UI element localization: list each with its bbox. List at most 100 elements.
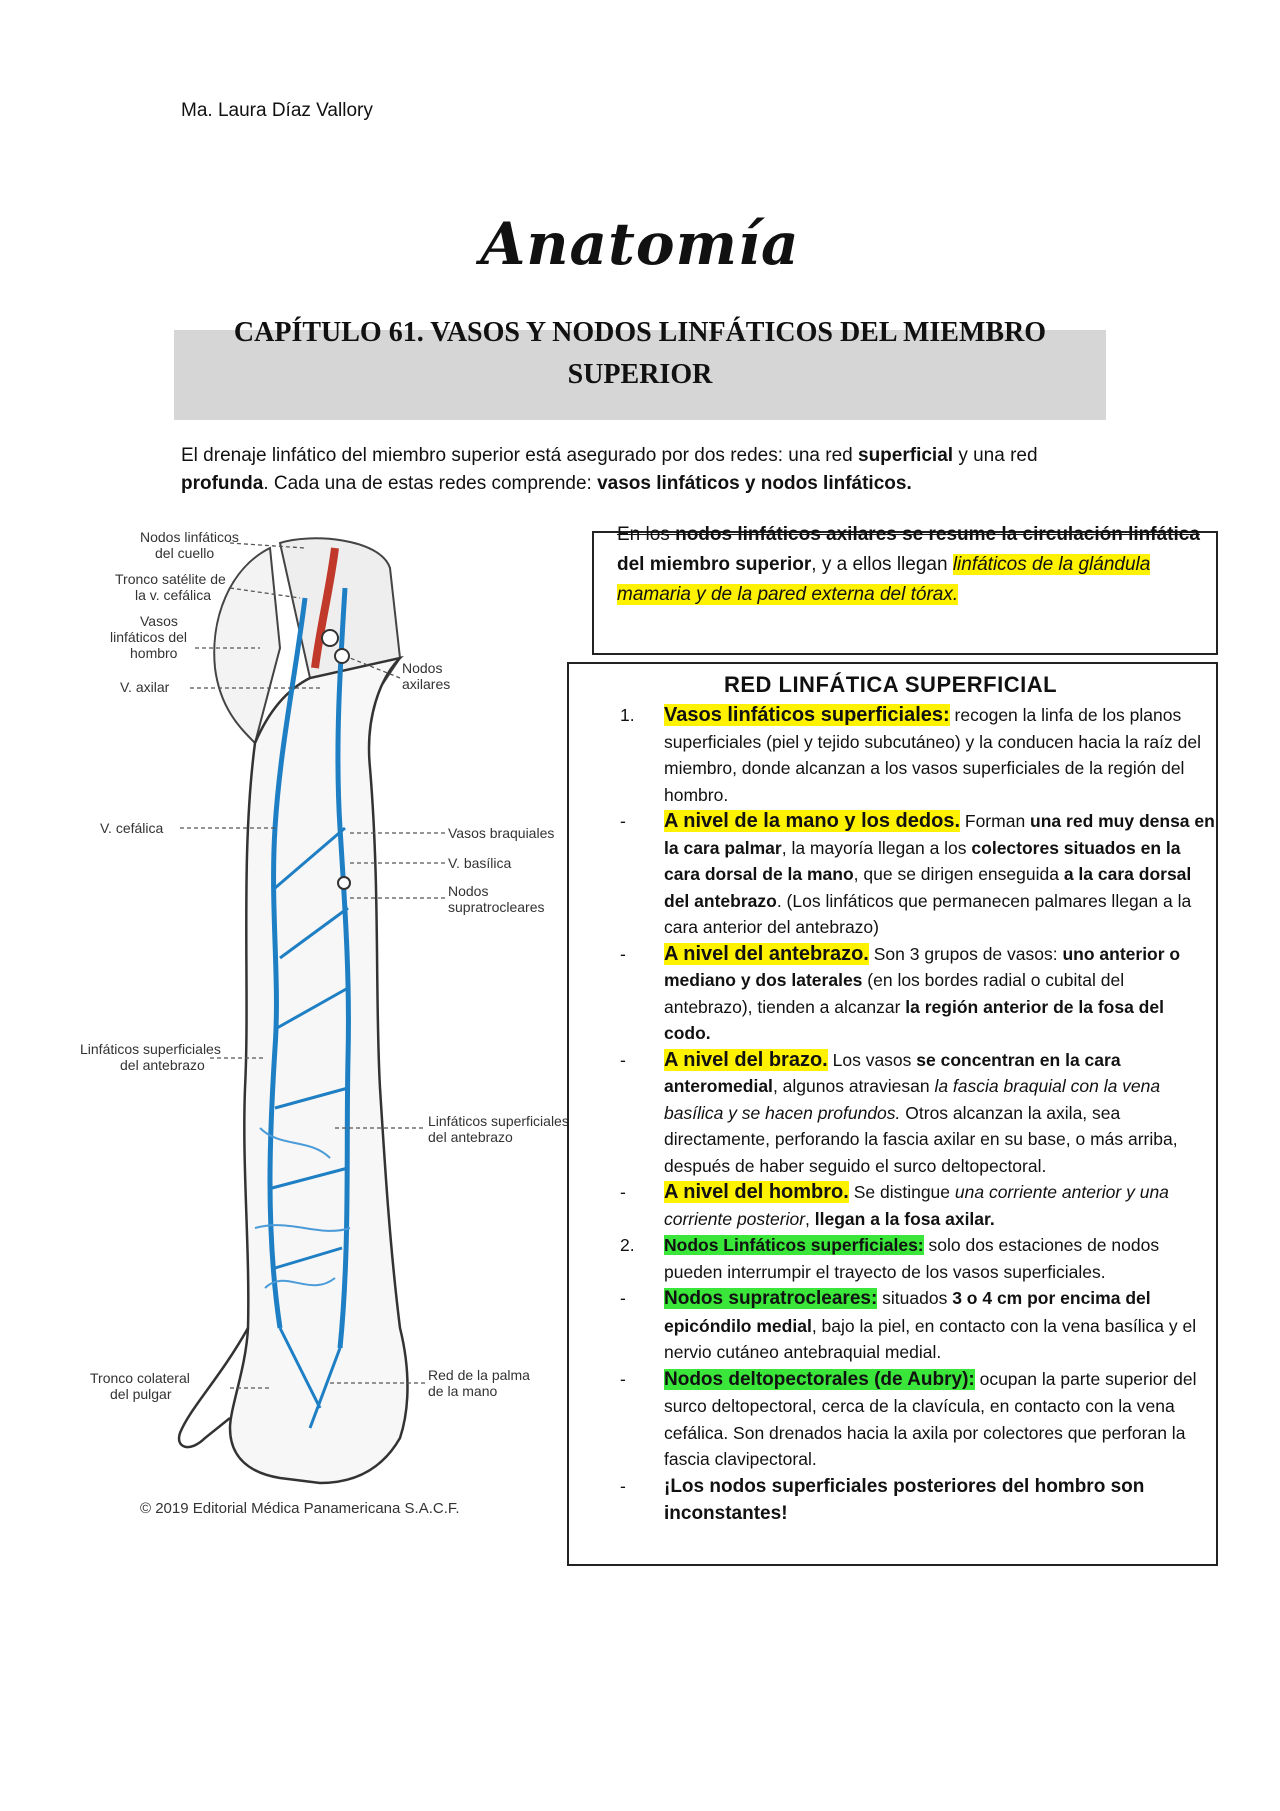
list-item: 2. Nodos Linfáticos superficiales: solo d… bbox=[620, 1232, 1215, 1285]
item-text: , algunos atraviesan bbox=[772, 1076, 935, 1096]
callout-bold: del miembro superior bbox=[617, 554, 812, 575]
item-text: situados bbox=[877, 1288, 953, 1308]
item-lead: Nodos deltopectorales (de Aubry): bbox=[664, 1368, 975, 1390]
item-bold: uno anterior o mediano y dos laterales bbox=[664, 943, 1181, 991]
item-text: ocupan la parte superior del surco delto… bbox=[664, 1368, 1197, 1470]
item-text: (en los bordes radial o cubital del ante… bbox=[664, 970, 1125, 1017]
item-text: , bbox=[805, 1208, 815, 1229]
author-name: Ma. Laura Díaz Vallory bbox=[181, 100, 373, 121]
item-bold: colectores situados en la cara dorsal de… bbox=[664, 837, 1181, 885]
intro-text: El drenaje linfático del miembro superio… bbox=[181, 445, 858, 466]
vessel-network bbox=[254, 1127, 351, 1289]
intro-bold: profunda bbox=[181, 473, 264, 494]
item-text: , bajo la piel, en contacto con la vena … bbox=[664, 1315, 1197, 1363]
list-item: - A nivel del hombro. Se distingue una co… bbox=[620, 1179, 1215, 1232]
item-text: solo dos estaciones de nodos pueden inte… bbox=[664, 1235, 1160, 1282]
list-item: 1. Vasos linfáticos superficiales: recoge… bbox=[620, 702, 1215, 808]
list-item: - Nodos deltopectorales (de Aubry): ocupa… bbox=[620, 1366, 1215, 1473]
vein-axilar bbox=[311, 547, 339, 669]
list-item: - A nivel del brazo. Los vasos se concent… bbox=[620, 1047, 1215, 1180]
item-bold: se concentran en la cara anteromedial bbox=[664, 1049, 1121, 1097]
node-axilar bbox=[321, 629, 339, 647]
item-bold: la región anterior de la fosa del codo. bbox=[664, 996, 1164, 1044]
item-text: , la mayoría llegan a los bbox=[781, 837, 972, 858]
item-bold: una red muy densa en la cara palmar bbox=[664, 811, 1215, 858]
list-marker: - bbox=[620, 1049, 626, 1070]
callout-box bbox=[592, 531, 1218, 655]
list-item: - A nivel del antebrazo. Son 3 grupos de … bbox=[620, 941, 1215, 1047]
vein-basilica bbox=[335, 587, 351, 1349]
node-supratroclear bbox=[337, 876, 351, 890]
label-cefalica: V. cefálica bbox=[100, 820, 164, 836]
list-marker: - bbox=[620, 1288, 626, 1308]
list-marker: - bbox=[620, 1368, 626, 1389]
item-text: Otros alcanzan la axila, sea directament… bbox=[664, 1102, 1178, 1176]
item-bold: ¡Los nodos superficiales posteriores del… bbox=[664, 1475, 1145, 1525]
vein-cefalica bbox=[267, 597, 308, 1329]
document-title: Anatomía bbox=[480, 210, 800, 278]
superficial-network-box bbox=[567, 662, 1218, 1566]
label-axilar: V. axilar bbox=[120, 679, 170, 695]
item-lead: A nivel del brazo. bbox=[664, 1048, 828, 1071]
callout-text-part: , y a ellos llegan bbox=[811, 554, 953, 575]
item-lead: A nivel de la mano y los dedos. bbox=[664, 810, 961, 832]
list-marker: - bbox=[620, 1475, 626, 1496]
item-text: Forman bbox=[960, 811, 1031, 831]
item-text: recogen la linfa de los planos superfici… bbox=[664, 705, 1201, 805]
item-bold: 3 o 4 cm por encima del epicóndilo media… bbox=[664, 1288, 1151, 1336]
intro-bold: superficial bbox=[858, 445, 954, 466]
intro-bold: vasos linfáticos y nodos linfáticos. bbox=[597, 473, 912, 494]
chapter-band bbox=[174, 330, 1106, 420]
item-lead: Vasos linfáticos superficiales: bbox=[664, 704, 950, 726]
item-lead: A nivel del hombro. bbox=[664, 1181, 849, 1203]
item-lead: Nodos Linfáticos superficiales: bbox=[664, 1235, 924, 1255]
item-bold: a la cara dorsal del antebrazo bbox=[664, 864, 1192, 911]
superficial-network-title: RED LINFÁTICA SUPERFICIAL bbox=[723, 672, 1058, 697]
item-text: Se distingue bbox=[848, 1182, 955, 1202]
node-axilar bbox=[334, 648, 350, 664]
item-lead: Nodos supratrocleares: bbox=[664, 1288, 878, 1309]
list-marker: 2. bbox=[620, 1235, 635, 1255]
item-text: Los vasos bbox=[827, 1049, 917, 1070]
list-marker: - bbox=[620, 811, 626, 831]
callout-strike-bold: nodos linfáticos axilares se resume la c… bbox=[675, 524, 1200, 545]
list-marker: - bbox=[620, 1182, 626, 1202]
item-text: . (Los linfáticos que permanecen palmare… bbox=[664, 890, 1192, 938]
chapter-heading: Capítulo 61. Vasos y nodos linfáticos de… bbox=[150, 312, 1130, 396]
list-marker: 1. bbox=[620, 705, 635, 725]
list-marker: - bbox=[620, 943, 626, 964]
intro-text: . Cada una de estas redes comprende: bbox=[263, 473, 598, 494]
label-braquiales: Vasos braquiales bbox=[448, 825, 554, 841]
intro-paragraph: El drenaje linfático del miembro superio… bbox=[181, 442, 1111, 498]
arm-outline bbox=[228, 655, 409, 1485]
leader-lines bbox=[180, 542, 445, 1389]
hand-outline bbox=[177, 1327, 250, 1449]
list-item: - Nodos supratrocleares: situados 3 o 4 c… bbox=[620, 1285, 1215, 1366]
item-italic: una corriente anterior y una corriente p… bbox=[664, 1182, 1169, 1229]
label-basilica: V. basílica bbox=[448, 855, 512, 871]
list-item: -A nivel de la mano y los dedos. Forman … bbox=[620, 808, 1215, 941]
chapter-line-2: superior bbox=[567, 359, 713, 390]
superficial-network-list: 1. Vasos linfáticos superficiales: recoge… bbox=[620, 702, 1215, 1528]
item-italic: la fascia braquial con la vena basílica … bbox=[664, 1076, 1161, 1123]
callout-strike: En los bbox=[617, 524, 676, 545]
item-lead: A nivel del antebrazo. bbox=[664, 942, 869, 965]
intro-text: y una red bbox=[953, 445, 1038, 466]
list-item: - ¡Los nodos superficiales posteriores de… bbox=[620, 1473, 1215, 1528]
item-bold: llegan a la fosa axilar. bbox=[814, 1208, 995, 1229]
item-text: , que se dirigen enseguida bbox=[853, 864, 1064, 884]
vessel-branches bbox=[271, 826, 349, 1429]
item-text: Son 3 grupos de vasos: bbox=[868, 943, 1063, 964]
chapter-line-1: Capítulo 61. Vasos y nodos linfáticos de… bbox=[233, 317, 1047, 348]
shoulder-outline bbox=[213, 546, 282, 745]
figure-copyright: © 2019 Editorial Médica Panamericana S.A… bbox=[140, 1500, 460, 1517]
